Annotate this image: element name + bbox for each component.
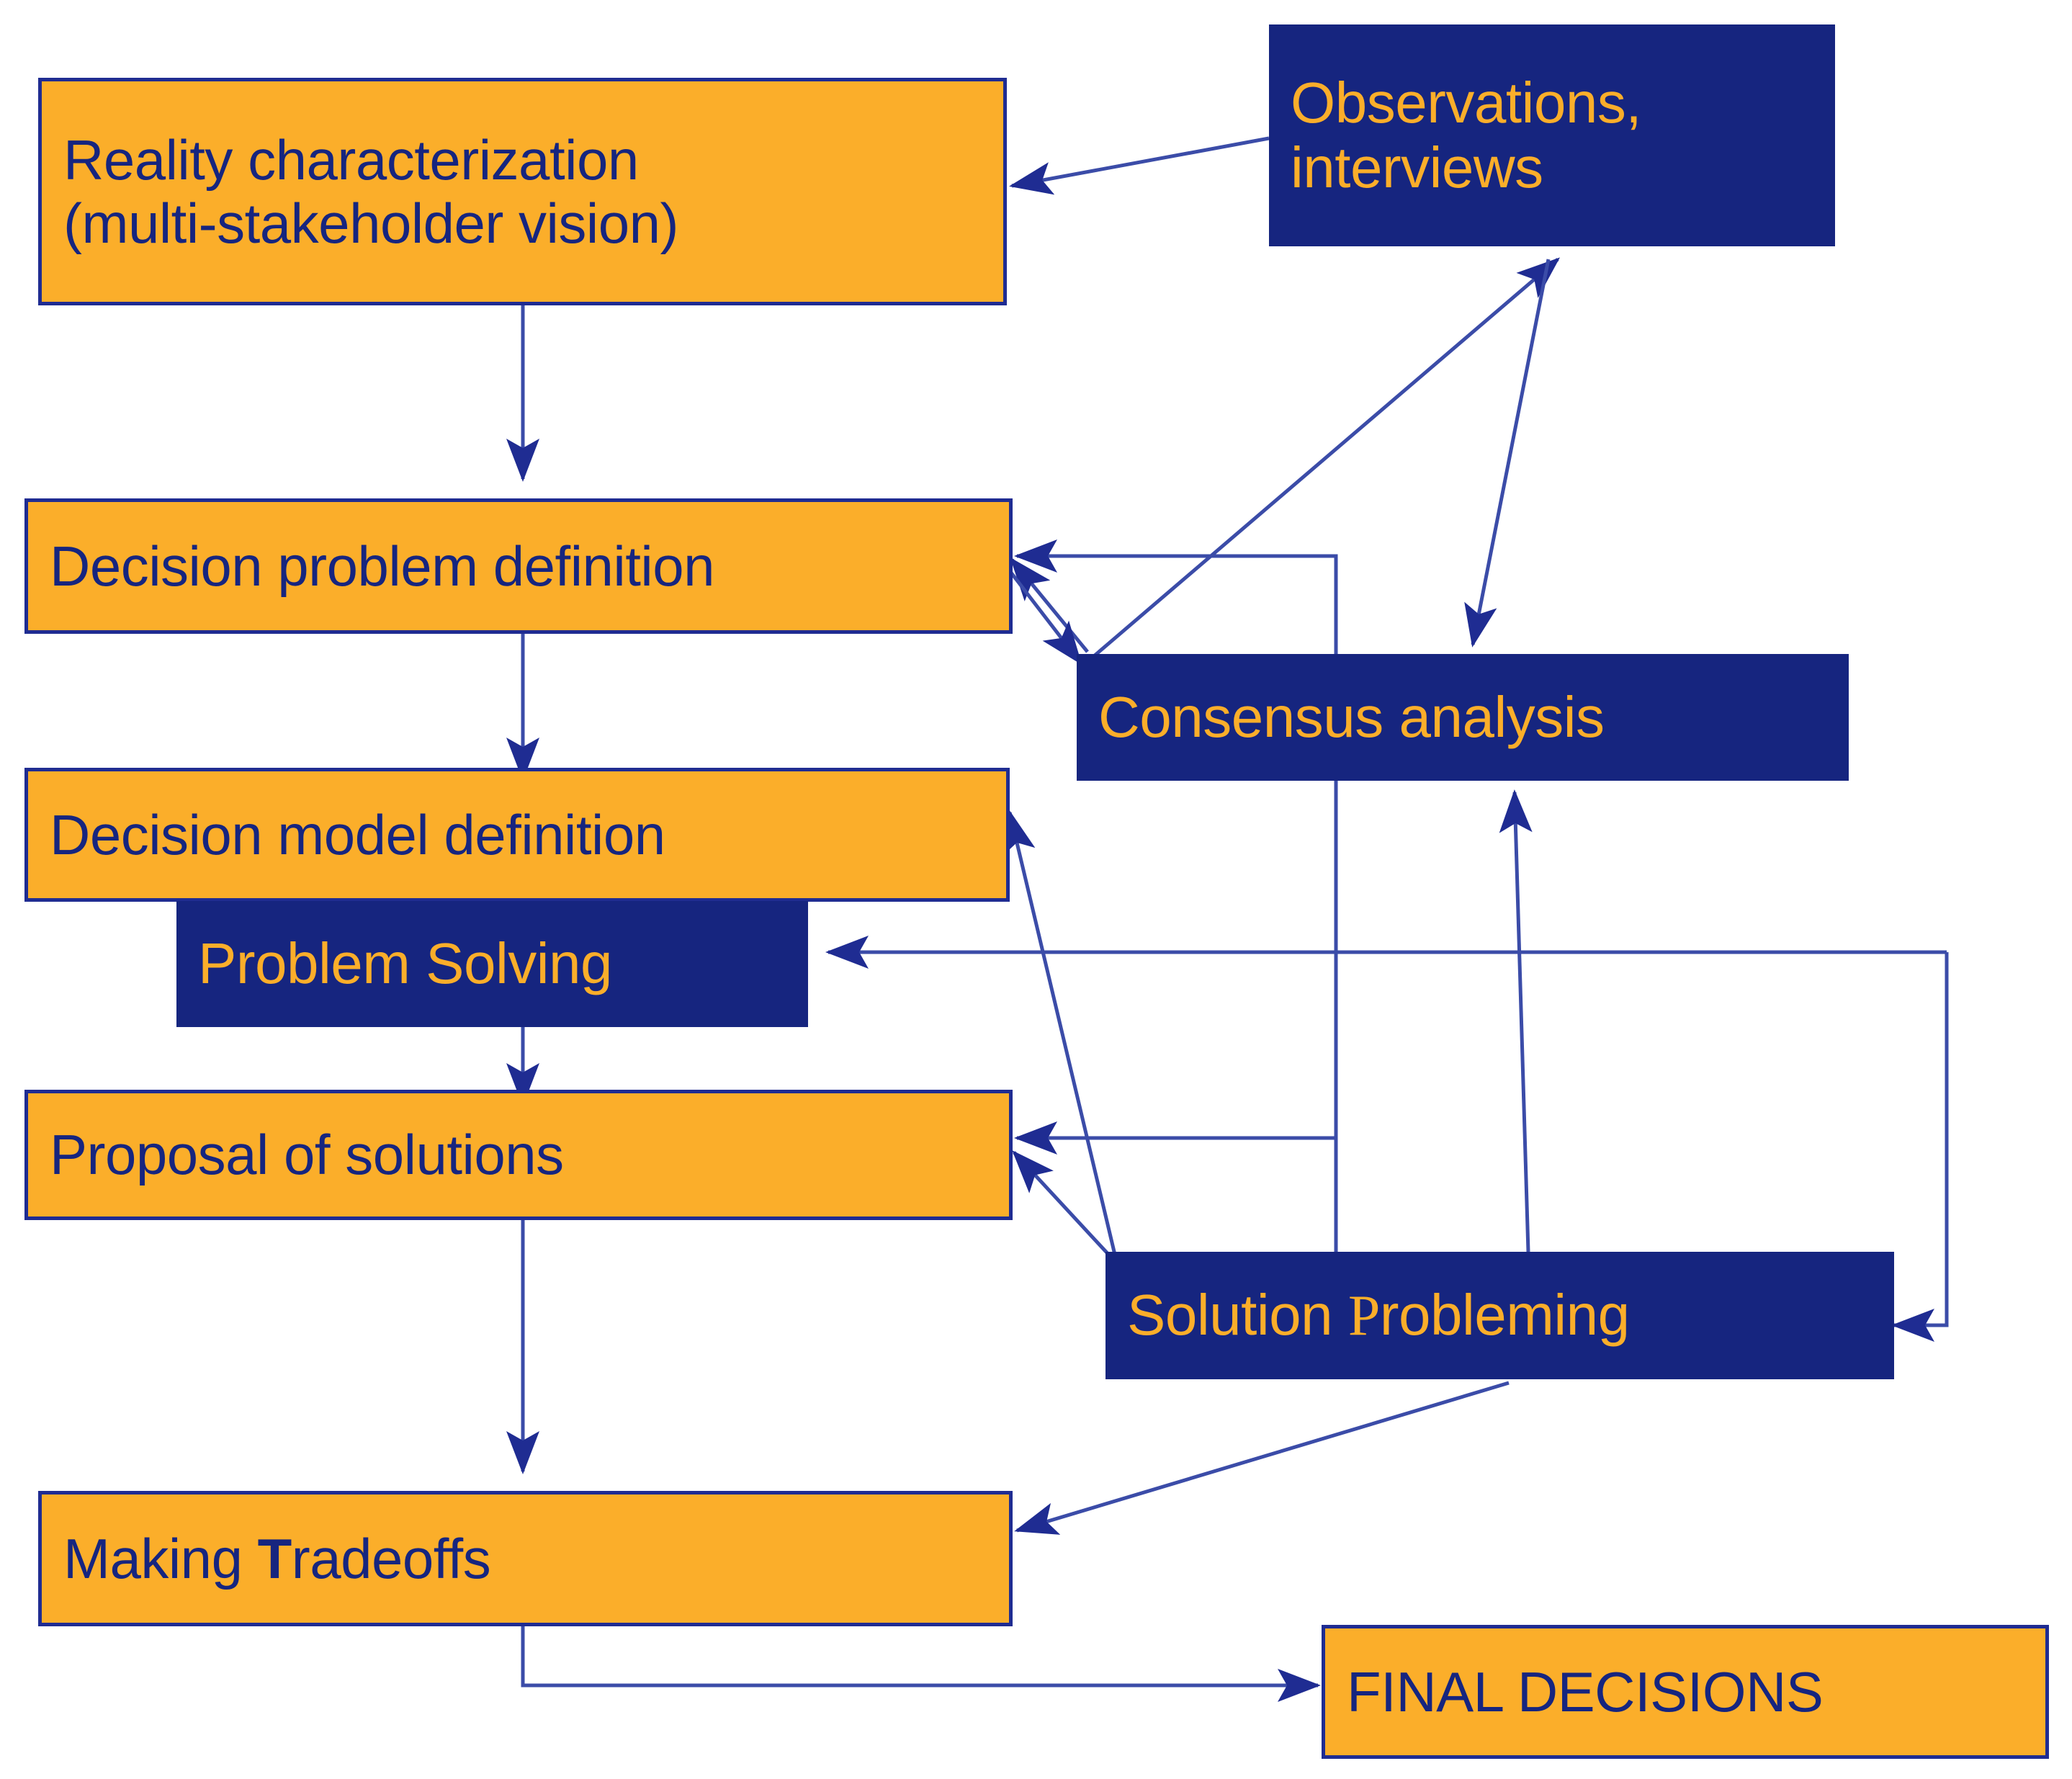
making-tradeoffs-text-a: Making bbox=[63, 1526, 258, 1590]
node-observations-interviews[interactable]: Observations, interviews bbox=[1269, 24, 1835, 246]
making-tradeoffs-text-b: radeoffs bbox=[291, 1526, 491, 1590]
node-consensus-analysis[interactable]: Consensus analysis bbox=[1077, 654, 1849, 781]
edge-solution-to-model-def bbox=[1003, 810, 1117, 1255]
edge-observations-to-reality bbox=[1009, 136, 1270, 195]
node-final-decisions-label: FINAL DECISIONS bbox=[1347, 1659, 1824, 1724]
node-problem-solving[interactable]: Problem Solving bbox=[176, 901, 808, 1027]
node-reality-characterization[interactable]: Reality characterization (multi-stakehol… bbox=[38, 78, 1007, 305]
node-decision-model-definition[interactable]: Decision model definition bbox=[24, 768, 1010, 902]
edge-solution-to-consensus bbox=[1499, 789, 1533, 1253]
node-proposal-of-solutions-label: Proposal of solutions bbox=[50, 1123, 564, 1187]
node-solution-probleming-label: Solution Probleming bbox=[1127, 1283, 1630, 1348]
edge-loop-to-solution bbox=[1891, 952, 1949, 1342]
node-consensus-analysis-label: Consensus analysis bbox=[1098, 684, 1605, 749]
edge-solution-to-proposal bbox=[1012, 1150, 1114, 1260]
solution-probleming-text-a: Solution bbox=[1127, 1282, 1348, 1347]
node-decision-problem-definition[interactable]: Decision problem definition bbox=[24, 498, 1013, 634]
edge-solution-to-problem-def bbox=[1013, 539, 1338, 1252]
node-decision-model-definition-label: Decision model definition bbox=[50, 802, 665, 866]
node-making-tradeoffs[interactable]: Making Tradeoffs bbox=[38, 1491, 1013, 1626]
solution-probleming-text-p: P bbox=[1347, 1283, 1381, 1348]
edge-solution-to-tradeoffs bbox=[1014, 1381, 1510, 1535]
edge-tradeoffs-to-final bbox=[521, 1626, 1322, 1702]
node-final-decisions[interactable]: FINAL DECISIONS bbox=[1322, 1625, 2049, 1759]
node-reality-characterization-label: Reality characterization (multi-stakehol… bbox=[63, 127, 678, 255]
node-making-tradeoffs-label: Making Tradeoffs bbox=[63, 1526, 491, 1590]
making-tradeoffs-text-t: T bbox=[257, 1526, 292, 1590]
node-solution-probleming[interactable]: Solution Probleming bbox=[1105, 1252, 1894, 1379]
solution-probleming-text-b: robleming bbox=[1379, 1282, 1630, 1347]
node-proposal-of-solutions[interactable]: Proposal of solutions bbox=[24, 1090, 1013, 1220]
node-problem-solving-label: Problem Solving bbox=[198, 931, 613, 996]
node-decision-problem-definition-label: Decision problem definition bbox=[50, 534, 715, 598]
edge-consensus-to-observations bbox=[1088, 257, 1561, 661]
node-observations-interviews-label: Observations, interviews bbox=[1291, 70, 1642, 200]
edge-consensus-to-problem-def bbox=[1010, 557, 1089, 653]
edge-observations-to-consensus bbox=[1464, 259, 1551, 647]
edge-problem-def-to-consensus bbox=[1007, 568, 1082, 666]
